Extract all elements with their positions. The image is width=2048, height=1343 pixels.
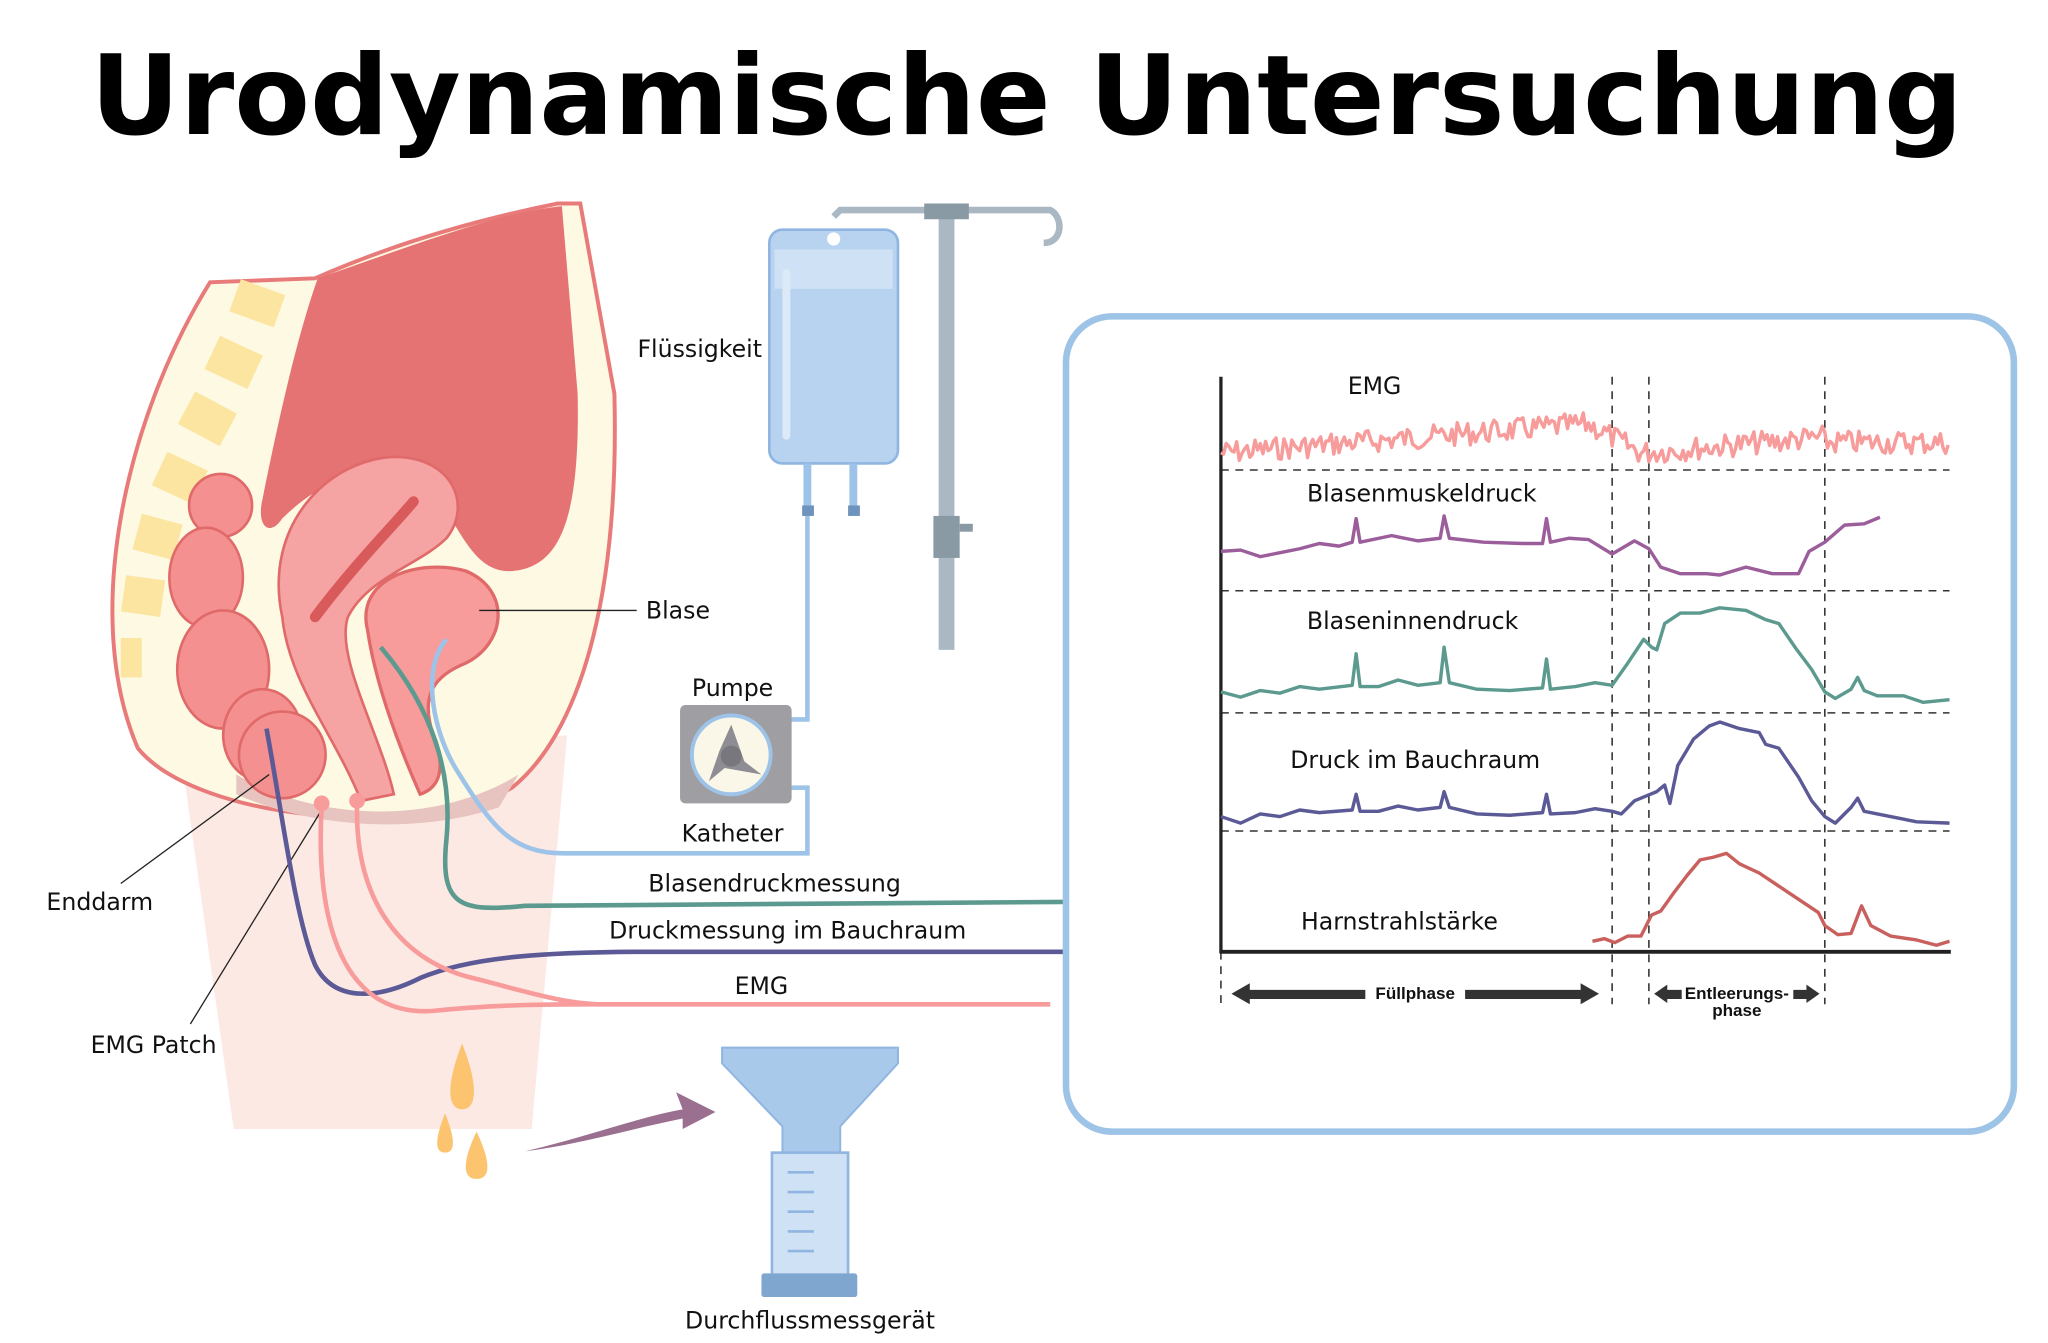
urine-flow-trace xyxy=(1592,851,1951,947)
emg-trace xyxy=(1220,411,1950,464)
emg-patch xyxy=(349,792,365,809)
bladder-pressure-cable xyxy=(378,645,1064,911)
trace-label-abdominal: Druck im Bauchraum xyxy=(1290,746,1540,774)
phase-label-filling: Füllphase xyxy=(1375,984,1455,1003)
label-pump: Pumpe xyxy=(692,674,773,702)
fluid-bag xyxy=(768,228,900,516)
flow-arrow-icon xyxy=(525,1092,716,1152)
emg-cable xyxy=(318,807,1051,1014)
label-abdominal-pressure: Druckmessung im Bauchraum xyxy=(609,917,966,945)
iv-stand xyxy=(831,203,1063,650)
label-catheter: Katheter xyxy=(682,820,784,848)
trace-label-detrusor: Blasenmuskeldruck xyxy=(1307,479,1537,507)
filling-phase-arrow xyxy=(1231,983,1600,1005)
flowmeter xyxy=(721,1046,899,1298)
urodynamic-chart-panel: EMG Blasenmuskeldruck Blaseninnendruck D… xyxy=(1062,313,2018,1135)
trace-label-vesical: Blaseninnendruck xyxy=(1307,607,1519,635)
thigh xyxy=(183,735,568,1130)
abdominal-pressure-cable xyxy=(264,728,1064,996)
vesical-pressure-trace xyxy=(1220,606,1950,705)
spine xyxy=(120,279,286,678)
intestine xyxy=(260,206,578,572)
detrusor-pressure-trace xyxy=(1220,514,1881,577)
trace-label-emg: EMG xyxy=(1348,372,1402,400)
iv-pole xyxy=(938,210,955,650)
urine-drops xyxy=(437,1043,488,1179)
phase-label-voiding-1: Entleerungs- xyxy=(1685,984,1789,1003)
rectum-leader-line xyxy=(120,774,270,885)
pump xyxy=(680,704,792,804)
page-title: Urodynamische Untersuchung xyxy=(90,33,1963,161)
abdominal-pressure-trace xyxy=(1220,720,1950,825)
label-emg-patch: EMG Patch xyxy=(91,1031,217,1059)
trace-label-flow: Harnstrahlstärke xyxy=(1301,907,1498,935)
iv-pole-top xyxy=(924,203,969,220)
label-bladder: Blase xyxy=(646,596,710,624)
phase-label-voiding-2: phase xyxy=(1712,1001,1761,1020)
iv-clamp xyxy=(933,515,960,558)
iv-hook-arm xyxy=(831,206,1063,247)
label-rectum: Enddarm xyxy=(46,888,153,916)
label-flowmeter: Durchflussmessgerät xyxy=(685,1307,935,1335)
emg-patch-leader-line xyxy=(189,809,323,1025)
emg-cable xyxy=(354,803,604,1007)
uterus xyxy=(277,455,460,803)
rectum xyxy=(168,472,327,800)
uterine-cavity xyxy=(309,496,419,623)
emg-patch xyxy=(313,795,330,812)
label-bladder-pressure: Blasendruckmessung xyxy=(648,869,901,897)
grid-lines xyxy=(1220,376,1950,1005)
anatomy-cross-section xyxy=(110,201,637,1130)
label-emg-cable: EMG xyxy=(735,972,789,1000)
voiding-phase-arrow xyxy=(1654,984,1820,1003)
iv-clamp-screw xyxy=(959,523,973,532)
label-fluid: Flüssigkeit xyxy=(637,335,762,363)
